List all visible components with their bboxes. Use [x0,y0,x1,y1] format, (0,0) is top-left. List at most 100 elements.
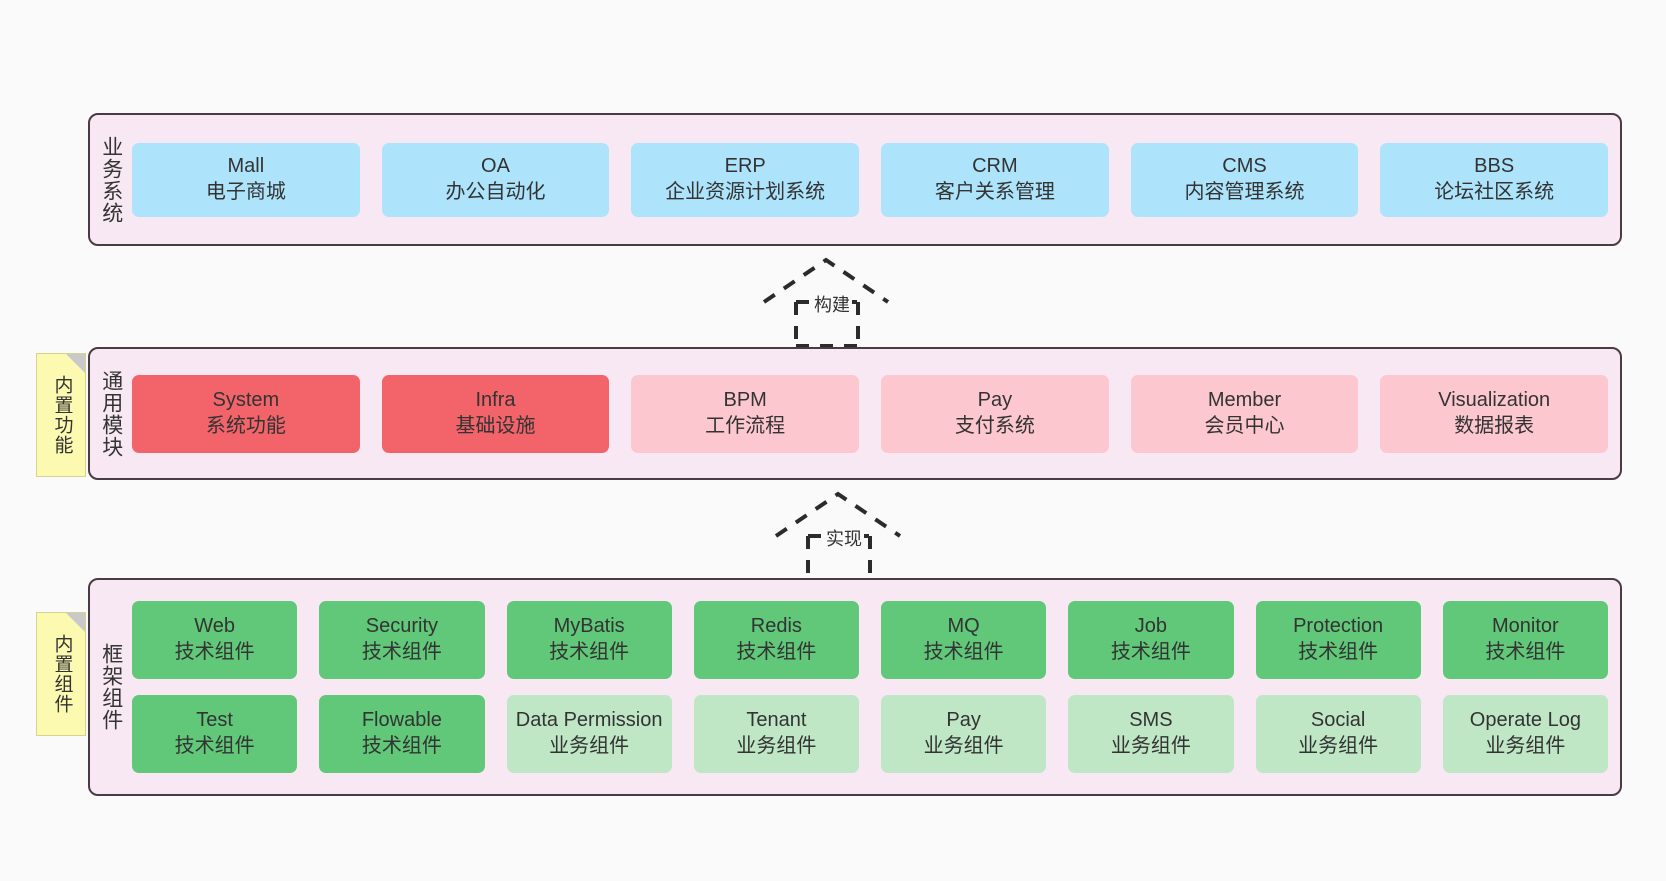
layer-title-framework-component: 框架组件 [99,643,123,731]
component-card-operate-log[interactable]: Operate Log 业务组件 [1442,695,1608,773]
connector-build: 构建 [750,256,930,348]
component-name: Social [1310,709,1366,732]
module-desc: 数据报表 [1454,414,1535,437]
component-name: Monitor [1492,615,1559,638]
component-card-flowable[interactable]: Flowable 技术组件 [319,695,485,773]
module-name: CMS [1222,154,1267,177]
component-desc: 技术组件 [174,735,255,757]
component-card-pay[interactable]: Pay 业务组件 [881,695,1047,773]
module-name: ERP [724,154,766,177]
arrowhead-open-dashed [762,257,890,304]
module-name: System [212,388,280,411]
connector-label-implement: 实现 [824,525,864,551]
layer-row: System 系统功能 Infra 基础设施 BPM 工作流程 Pay 支付系统… [132,374,1609,453]
component-card-redis[interactable]: Redis 技术组件 [693,601,859,679]
component-card-test[interactable]: Test 技术组件 [132,695,298,773]
module-card-crm[interactable]: CRM 客户关系管理 [881,142,1109,217]
module-card-visualization[interactable]: Visualization 数据报表 [1380,374,1609,453]
component-card-sms[interactable]: SMS 业务组件 [1068,695,1234,773]
sticky-note-text: 内置功能 [51,375,73,455]
component-card-social[interactable]: Social 业务组件 [1255,695,1421,773]
layer-body-framework-component: Web 技术组件 Security 技术组件 MyBatis 技术组件 Redi… [132,580,1620,794]
sticky-note-builtin-component[interactable]: 内置组件 [36,612,86,736]
connector-implement: 实现 [762,490,942,582]
component-desc: 业务组件 [1485,735,1566,757]
component-name: Data Permission [515,709,663,732]
component-card-tenant[interactable]: Tenant 业务组件 [693,695,859,773]
module-name: BPM [723,388,767,411]
component-name: Redis [750,615,802,638]
component-desc: 技术组件 [361,735,442,757]
sticky-note-builtin-function[interactable]: 内置功能 [36,353,86,477]
component-card-protection[interactable]: Protection 技术组件 [1255,601,1421,679]
module-card-bpm[interactable]: BPM 工作流程 [631,374,860,453]
arrowhead-open-dashed [774,491,902,538]
component-name: SMS [1129,709,1173,732]
component-card-data-permission[interactable]: Data Permission 业务组件 [506,695,672,773]
layer-body-common-module: System 系统功能 Infra 基础设施 BPM 工作流程 Pay 支付系统… [132,349,1620,478]
component-name: Protection [1293,615,1384,638]
module-desc: 客户关系管理 [934,180,1055,203]
module-desc: 会员中心 [1204,414,1285,437]
component-card-job[interactable]: Job 技术组件 [1068,601,1234,679]
module-card-member[interactable]: Member 会员中心 [1130,374,1359,453]
component-desc: 业务组件 [923,735,1004,757]
module-card-pay[interactable]: Pay 支付系统 [881,374,1109,453]
component-card-mybatis[interactable]: MyBatis 技术组件 [506,601,672,679]
layer-business-system[interactable]: 业务系统 Mall 电子商城 OA 办公自动化 ERP 企业资源计划系统 CRM… [88,113,1622,246]
module-name: Pay [977,388,1013,411]
component-card-mq[interactable]: MQ 技术组件 [881,601,1047,679]
module-card-oa[interactable]: OA 办公自动化 [381,142,610,217]
sticky-note-text: 内置组件 [51,634,73,714]
layer-row: Mall 电子商城 OA 办公自动化 ERP 企业资源计划系统 CRM 客户关系… [132,142,1609,217]
module-name: Mall [227,154,265,177]
module-name: Infra [475,388,516,411]
module-card-infra[interactable]: Infra 基础设施 [381,374,610,453]
component-card-monitor[interactable]: Monitor 技术组件 [1442,601,1608,679]
connector-label-build: 构建 [812,291,852,317]
component-desc: 业务组件 [549,735,630,757]
module-desc: 论坛社区系统 [1434,180,1555,203]
component-name: Flowable [361,709,442,732]
component-desc: 技术组件 [1110,641,1191,663]
module-name: OA [481,154,510,177]
module-name: Visualization [1438,388,1551,411]
module-card-system[interactable]: System 系统功能 [132,374,360,453]
component-desc: 技术组件 [1298,641,1379,663]
module-desc: 办公自动化 [445,180,546,203]
layer-framework-component[interactable]: 框架组件 Web 技术组件 Security 技术组件 MyBatis 技术组件… [88,578,1622,796]
component-desc: 技术组件 [549,641,630,663]
component-desc: 技术组件 [174,641,255,663]
layer-row: Test 技术组件 Flowable 技术组件 Data Permission … [132,695,1608,773]
module-name: BBS [1474,154,1515,177]
module-card-erp[interactable]: ERP 企业资源计划系统 [631,142,860,217]
layer-body-business-system: Mall 电子商城 OA 办公自动化 ERP 企业资源计划系统 CRM 客户关系… [132,115,1620,244]
component-name: Tenant [746,709,807,732]
module-desc: 工作流程 [705,414,786,437]
component-desc: 业务组件 [1298,735,1379,757]
layer-title-business-system: 业务系统 [99,135,123,224]
component-desc: 技术组件 [1485,641,1566,663]
component-name: MyBatis [553,615,625,638]
component-name: Test [196,709,233,732]
component-desc: 技术组件 [361,641,442,663]
module-name: CRM [972,154,1018,177]
module-card-bbs[interactable]: BBS 论坛社区系统 [1380,142,1609,217]
component-card-web[interactable]: Web 技术组件 [132,601,298,679]
module-desc: 系统功能 [205,414,286,437]
component-name: Web [194,615,235,638]
layer-common-module[interactable]: 通用模块 System 系统功能 Infra 基础设施 BPM 工作流程 Pay… [88,347,1622,480]
component-name: MQ [947,615,980,638]
layer-title-common-module: 通用模块 [99,369,123,458]
component-name: Job [1134,615,1167,638]
component-name: Pay [946,709,981,732]
module-desc: 企业资源计划系统 [665,180,826,203]
module-card-cms[interactable]: CMS 内容管理系统 [1130,142,1359,217]
module-desc: 支付系统 [954,414,1035,437]
module-desc: 基础设施 [455,414,536,437]
component-card-security[interactable]: Security 技术组件 [319,601,485,679]
module-desc: 内容管理系统 [1184,180,1305,203]
component-desc: 技术组件 [736,641,817,663]
module-card-mall[interactable]: Mall 电子商城 [132,142,360,217]
